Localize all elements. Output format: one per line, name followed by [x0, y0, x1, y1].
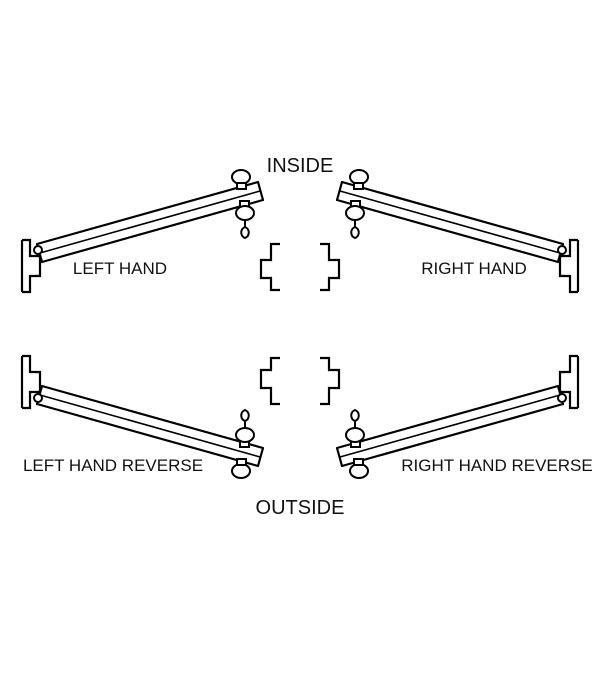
outside-label: OUTSIDE — [256, 497, 345, 519]
right-hand-strike-jamb — [318, 242, 341, 292]
right-hand-reverse-label: RIGHT HAND REVERSE — [401, 456, 592, 475]
left-hand-reverse-label: LEFT HAND REVERSE — [23, 456, 203, 475]
left-hand-strike-jamb — [259, 242, 282, 292]
right-hand-reverse-strike-jamb — [318, 356, 341, 406]
left-hand-reverse-strike-jamb — [259, 356, 282, 406]
right-hand-label: RIGHT HAND — [421, 259, 526, 278]
inside-label: INSIDE — [267, 155, 334, 177]
left-hand-door-leaf — [32, 168, 265, 264]
right-hand-door-leaf — [335, 168, 568, 264]
left-hand-label: LEFT HAND — [73, 259, 167, 278]
